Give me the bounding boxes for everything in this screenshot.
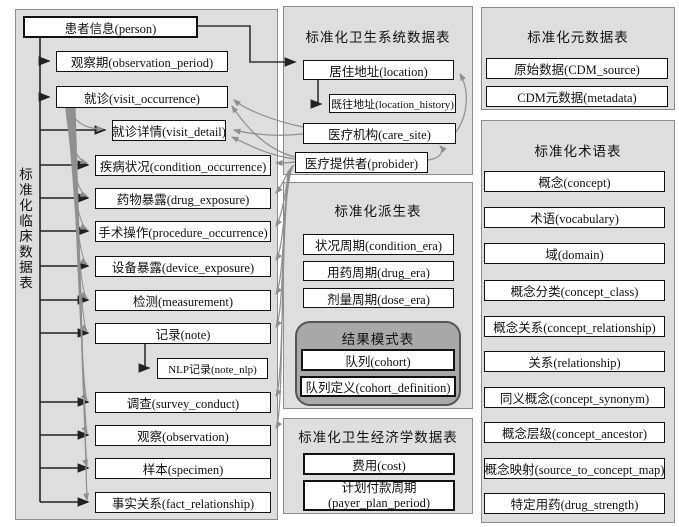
table-label: 原始数据(CDM_source) [514,63,640,77]
table-label: 手术操作(procedure_occurrence) [98,226,268,240]
table-box-survey-conduct: 调查(survey_conduct) [95,392,271,413]
table-box-condition-era: 状况周期(condition_era) [303,234,454,255]
table-label: 域(domain) [545,248,604,262]
table-label: 概念分类(concept_class) [510,285,639,299]
table-box-person: 患者信息(person) [23,16,198,38]
table-label: 检测(measurement) [133,295,233,309]
table-label: 设备暴露(device_exposure) [111,261,255,275]
table-box-source-to-concept-map: 概念映射(source_to_concept_map) [484,458,665,479]
table-label: 既往地址(location_history) [331,98,454,111]
table-box-location-history: 既往地址(location_history) [329,94,456,113]
table-label: 用药周期(drug_era) [327,265,430,280]
table-box-concept-synonym: 同义概念(concept_synonym) [484,387,665,408]
table-box-visit-occurrence: 就诊(visit_occurrence) [56,86,228,108]
table-label: 样本(specimen) [142,463,224,477]
table-box-concept: 概念(concept) [484,171,665,192]
table-box-care-site: 医疗机构(care_site) [303,123,456,144]
table-label: 观察(observation) [137,430,229,444]
panel-title-clinical: 标准化临床数据表 [17,167,32,291]
table-box-cdm-source: 原始数据(CDM_source) [486,58,668,79]
table-label: 事实关系(fact_relationship) [111,497,255,511]
table-label: 同义概念(concept_synonym) [499,392,650,406]
table-label: 概念关系(concept_relationship) [493,321,656,335]
table-box-domain: 域(domain) [484,243,665,264]
table-label: 记录(note) [155,328,211,342]
table-box-visit-detail: 就诊详情(visit_detail) [112,120,226,141]
table-label: 概念映射(source_to_concept_map) [484,463,665,477]
table-label: 观察期(observation_period) [70,56,214,70]
table-box-provider: 医疗提供者(probider) [295,152,428,173]
table-box-drug-strength: 特定用药(drug_strength) [484,493,665,514]
table-label: 就诊(visit_occurrence) [84,91,200,106]
table-label: 患者信息(person) [64,21,157,36]
table-box-note: 记录(note) [95,323,271,344]
table-box-concept-relationship: 概念关系(concept_relationship) [484,316,665,337]
table-label: 术语(vocabulary) [530,212,619,226]
table-box-observation: 观察(observation) [95,425,271,446]
table-box-concept-class: 概念分类(concept_class) [484,280,665,301]
table-box-location: 居住地址(location) [303,60,454,80]
table-box-vocabulary: 术语(vocabulary) [484,207,665,228]
panel-title-health-system: 标准化卫生系统数据表 [305,30,451,45]
table-label: 费用(cost) [352,458,406,473]
table-box-metadata: CDM元数据(metadata) [486,86,668,107]
table-label: 医疗提供者(probider) [304,157,419,171]
table-box-measurement: 检测(measurement) [95,290,271,311]
table-label: 特定用药(drug_strength) [510,498,639,512]
table-label: 状况周期(condition_era) [314,239,443,253]
table-box-drug-era: 用药周期(drug_era) [303,261,454,281]
table-box-procedure-occurrence: 手术操作(procedure_occurrence) [95,221,271,242]
table-box-condition-occurrence: 疾病状况(condition_occurrence) [95,155,271,176]
panel-title-metadata: 标准化元数据表 [527,30,629,45]
table-box-payer-plan-period: 计划付款周期(payer_plan_period) [303,480,455,511]
table-label: 队列定义(cohort_definition) [305,381,451,395]
table-label: 医疗机构(care_site) [328,128,431,142]
table-box-cohort-definition: 队列定义(cohort_definition) [300,376,456,397]
panel-title-derived: 标准化派生表 [334,204,422,219]
table-label: 调查(survey_conduct) [126,397,240,411]
table-label: NLP记录(note_nlp) [168,363,257,376]
table-label: CDM元数据(metadata) [517,91,637,105]
table-box-cost: 费用(cost) [303,453,455,475]
table-box-dose-era: 剂量周期(dose_era) [303,288,454,308]
panel-title-results: 结果模式表 [341,332,415,347]
table-label: 疾病状况(condition_occurrence) [99,160,267,174]
table-label: 药物暴露(drug_exposure) [116,193,250,207]
table-label: 关系(relationship) [528,356,621,370]
table-box-cohort: 队列(cohort) [301,349,455,371]
table-label: 概念层级(concept_ancestor) [501,427,648,441]
panel-title-vocabulary: 标准化术语表 [534,144,622,159]
table-box-relationship: 关系(relationship) [484,351,665,372]
table-box-specimen: 样本(specimen) [95,458,271,479]
table-box-observation-period: 观察期(observation_period) [56,51,228,72]
table-box-note-nlp: NLP记录(note_nlp) [157,358,268,379]
table-box-fact-relationship: 事实关系(fact_relationship) [95,492,271,513]
panel-title-economics: 标准化卫生经济学数据表 [298,430,458,445]
table-box-drug-exposure: 药物暴露(drug_exposure) [95,188,271,209]
table-label: 就诊详情(visit_detail) [112,125,226,139]
table-label: 计划付款周期(payer_plan_period) [327,481,431,510]
table-label: 剂量周期(dose_era) [327,292,430,307]
table-box-device-exposure: 设备暴露(device_exposure) [95,256,271,277]
table-label: 概念(concept) [538,176,611,190]
table-label: 队列(cohort) [345,354,411,369]
table-box-concept-ancestor: 概念层级(concept_ancestor) [484,422,665,443]
table-label: 居住地址(location) [329,64,428,79]
